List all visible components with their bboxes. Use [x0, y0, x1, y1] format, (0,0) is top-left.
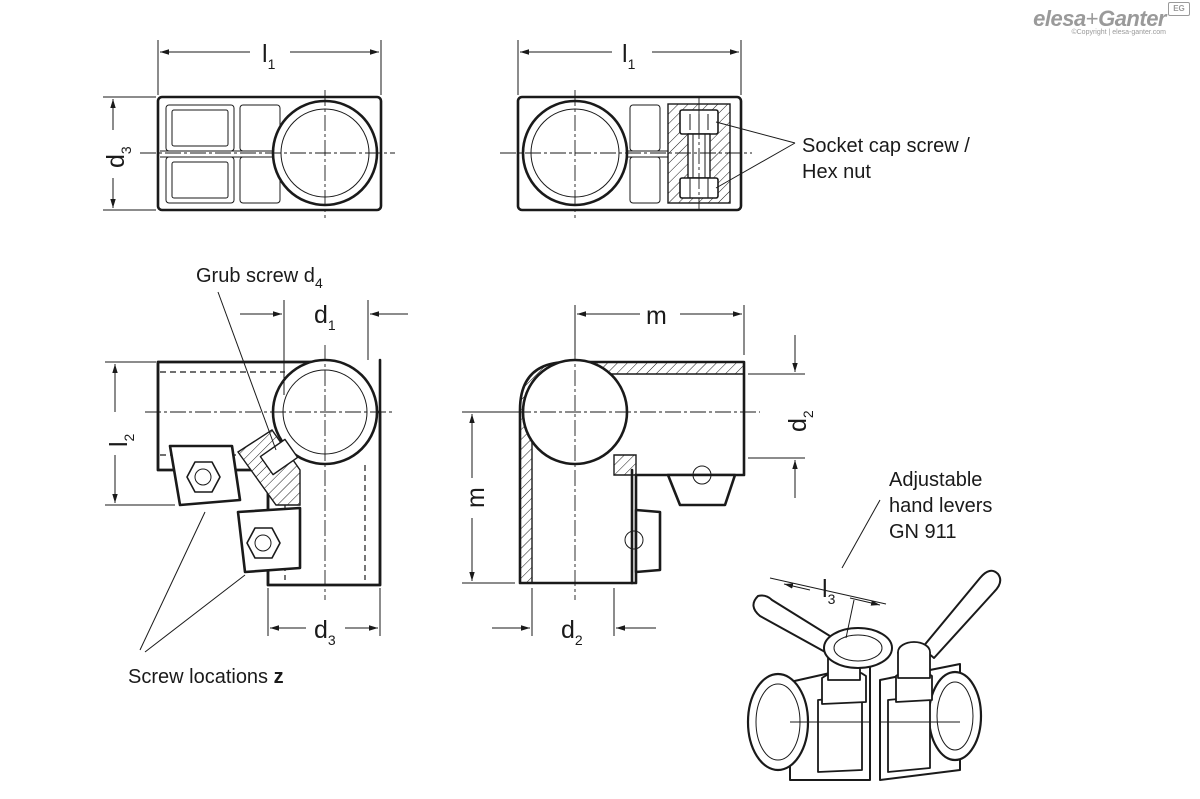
view-bottom-middle-section	[462, 305, 805, 636]
brand-badge: EG	[1168, 2, 1190, 16]
view-isometric-hand-levers	[746, 499, 1002, 781]
brand-copyright: ©Copyright | elesa-ganter.com	[1071, 29, 1166, 36]
label-hand-levers: hand levers	[889, 495, 992, 517]
brand-name-part2: Ganter	[1098, 6, 1166, 31]
label-socket-cap-screw: Socket cap screw /	[802, 135, 970, 157]
view-bottom-left	[105, 291, 408, 653]
dim-l1-left: l1	[262, 40, 276, 72]
dim-l1-right: l1	[622, 40, 636, 72]
brand-logo: EG elesa+Ganter ©Copyright | elesa-gante…	[1033, 2, 1190, 36]
label-screw-locations: Screw locations z	[128, 666, 284, 688]
dim-d2-vertical: d2	[784, 410, 816, 432]
dim-l3: l3	[822, 575, 836, 607]
label-adjustable: Adjustable	[889, 469, 982, 491]
view-top-left	[103, 40, 395, 218]
dim-d3-bottom: d3	[314, 616, 336, 648]
dim-d1: d1	[314, 301, 336, 333]
label-gn911: GN 911	[889, 521, 956, 543]
dim-d2-bottom: d2	[561, 616, 583, 648]
dim-d3-left: d3	[102, 146, 134, 168]
dim-m-horizontal: m	[646, 302, 667, 330]
view-top-right	[500, 40, 796, 218]
label-grub-screw: Grub screw d4	[196, 265, 323, 291]
dim-m-vertical: m	[462, 487, 490, 508]
brand-name-part1: elesa	[1033, 6, 1086, 31]
label-hex-nut: Hex nut	[802, 161, 871, 183]
dim-l2: l2	[105, 433, 137, 447]
brand-plus: +	[1085, 6, 1099, 31]
